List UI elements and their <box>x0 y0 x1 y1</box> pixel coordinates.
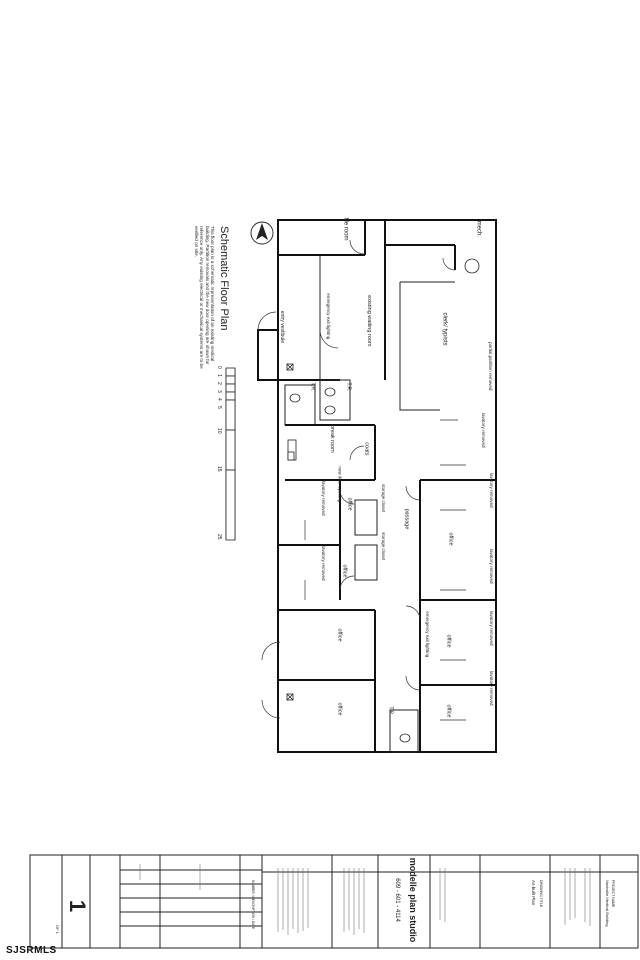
note-lavatory-5: lavatory removed <box>489 671 494 706</box>
note-lavatory-6: lavatory removed <box>321 481 326 516</box>
room-vestibule: entry vestibule <box>279 311 285 343</box>
scale-tick-labels: 0 1 2 3 4 5 10 15 25 <box>216 366 222 540</box>
floor-plan: mech. clerk/ typists file room existing … <box>257 217 497 753</box>
scale-tick: 0 <box>216 366 222 369</box>
sheet-number: 1 <box>65 900 90 912</box>
north-arrow-icon <box>250 221 274 245</box>
room-office-right3: office <box>446 704 452 717</box>
emergency-light-icon <box>286 363 294 371</box>
room-clerk: clerk/ typists <box>442 312 448 345</box>
room-tr2: T.R. <box>309 383 315 392</box>
firm-phone: 609 - 601 - 4114 <box>394 878 400 922</box>
toilet-icon <box>289 393 301 403</box>
scale-tick: 2 <box>216 382 222 385</box>
room-office-left1: office <box>347 497 353 510</box>
room-break: break room <box>329 425 335 453</box>
scale-tick: 3 <box>216 390 222 393</box>
exterior-wall <box>277 219 497 753</box>
watermark: SJSRMLS <box>6 945 57 956</box>
annotation-arrows <box>304 419 466 721</box>
scale-tick: 1 <box>216 374 222 377</box>
room-mech: mech. <box>475 221 481 238</box>
room-tr3: T.R. <box>387 707 393 716</box>
firm-name: modelle plan studio <box>408 858 418 943</box>
scale-tick: 4 <box>216 398 222 401</box>
toilet-icon <box>324 387 336 397</box>
note-emergency-1: emergency exit lighting <box>326 293 331 340</box>
plan-legend: Schematic Floor Plan This floor plan is … <box>194 221 274 541</box>
room-file: file room <box>343 217 349 240</box>
room-office-left3: office <box>337 628 343 641</box>
room-coats: coats <box>364 442 370 455</box>
room-storage1: storage closet <box>381 484 386 513</box>
title-block-fine-print <box>139 864 591 935</box>
sheet-of: OF 1 <box>55 925 60 935</box>
scale-tick: 10 <box>216 428 222 434</box>
title-block: modelle plan studio 609 - 601 - 4114 PRO… <box>29 854 639 949</box>
room-waiting: existing waiting room <box>366 295 372 347</box>
note-lavatory-7: lavatory removed <box>321 546 326 581</box>
plan-note-wrapper: This floor plan is a schematic represent… <box>194 226 215 369</box>
plan-note: This floor plan is a schematic represent… <box>194 226 215 369</box>
graphic-scale <box>225 367 236 541</box>
room-tr1: T.R. <box>345 383 351 392</box>
scale-tick: 5 <box>216 406 222 409</box>
drawing-title-label: DRAWING TITLE <box>539 880 543 908</box>
note-emergency-2: emergency exit lighting <box>425 611 430 658</box>
sink-icon <box>287 451 295 461</box>
room-office-left2: office <box>342 564 348 577</box>
note-lavatory-2: lavatory removed <box>489 473 494 508</box>
note-lavatory-4: lavatory removed <box>489 611 494 646</box>
room-passage: passage <box>403 509 409 530</box>
toilet-icon <box>399 733 411 743</box>
project-label: PROJECT NAME <box>611 880 615 908</box>
room-office-right2: office <box>446 634 452 647</box>
room-storage2: storage closet <box>381 532 386 561</box>
emergency-light-icon <box>286 693 294 701</box>
door-swings <box>257 239 456 719</box>
revisions-table <box>119 854 263 949</box>
water-heater-icon <box>464 258 480 274</box>
scale-tick: 25 <box>216 534 222 540</box>
room-office-left4: office <box>337 702 343 715</box>
note-lavatory-1: lavatory removed <box>481 413 486 448</box>
toilet-icon <box>324 405 336 415</box>
revisions-header: NUMBER / DESCRIPTION / DATE <box>251 880 255 929</box>
note-new-door: new door opening <box>338 466 343 502</box>
note-partial-partition: partial partition removed <box>488 342 493 391</box>
project-name: Nashville Medical Building <box>605 880 610 926</box>
room-office-big: office <box>448 532 454 545</box>
note-lavatory-3: lavatory removed <box>489 549 494 584</box>
scale-tick: 15 <box>216 466 222 472</box>
drawing-title: As-built Plan <box>531 880 536 906</box>
plan-title: Schematic Floor Plan <box>218 226 230 331</box>
